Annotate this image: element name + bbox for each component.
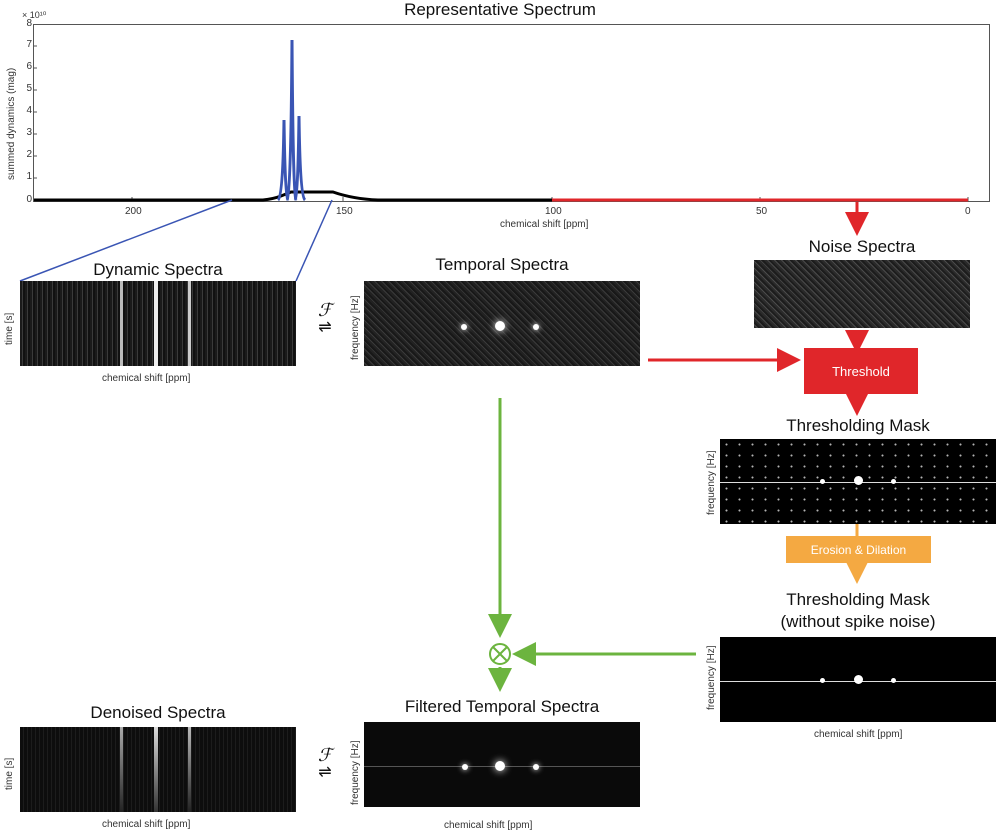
denoised-ylabel: time [s] [4, 757, 15, 790]
temporal-spectra-image [364, 281, 640, 366]
ytick: 7 [26, 39, 32, 50]
xtick: 200 [125, 206, 142, 217]
zoom-line-right [295, 199, 333, 282]
xtick: 0 [965, 206, 971, 217]
ytick: 8 [26, 18, 32, 29]
top-chart-title: Representative Spectrum [404, 0, 596, 19]
ytick: 5 [26, 83, 32, 94]
top-chart-yticks: 8 7 6 5 4 3 2 1 0 [20, 18, 32, 208]
dynamic-spectra-image [20, 281, 296, 366]
ytick: 3 [26, 127, 32, 138]
denoised-spectra-image [20, 727, 296, 812]
ytick: 1 [26, 171, 32, 182]
threshold-mask-title: Thresholding Mask [786, 416, 930, 435]
ytick: 4 [26, 105, 32, 116]
fourier-symbol: ℱ [317, 300, 333, 321]
filtered-xlabel: chemical shift [ppm] [444, 820, 533, 831]
inverse-fourier-icon: ℱ ⇌ [305, 745, 345, 789]
xtick: 100 [545, 206, 562, 217]
fourier-symbol: ℱ [317, 745, 333, 766]
noise-spectra-image [754, 260, 970, 328]
filtered-spectra-image [364, 722, 640, 807]
fourier-transform-icon: ℱ ⇌ [305, 300, 345, 344]
clean-mask-ylabel: frequency [Hz] [706, 645, 717, 710]
filtered-ylabel: frequency [Hz] [350, 740, 361, 805]
top-chart-plot [33, 24, 990, 202]
ytick: 2 [26, 149, 32, 160]
threshold-mask-ylabel: frequency [Hz] [706, 450, 717, 515]
clean-mask-image [720, 637, 996, 722]
dynamic-xlabel: chemical shift [ppm] [102, 373, 191, 384]
dynamic-ylabel: time [s] [4, 312, 15, 345]
ytick: 0 [26, 194, 32, 205]
denoised-spectra-title: Denoised Spectra [90, 703, 226, 722]
zoom-line-left [19, 199, 233, 282]
threshold-box: Threshold [804, 348, 918, 394]
clean-mask-title-line2: (without spike noise) [780, 612, 936, 631]
clean-mask-title-line1: Thresholding Mask [786, 590, 930, 609]
exponent-label: × 10¹⁰ [22, 10, 47, 20]
xtick: 150 [336, 206, 353, 217]
threshold-mask-image [720, 439, 996, 524]
xtick: 50 [756, 206, 768, 217]
temporal-spectra-title: Temporal Spectra [435, 255, 569, 274]
clean-mask-xlabel: chemical shift [ppm] [814, 729, 903, 740]
erosion-dilation-box: Erosion & Dilation [786, 536, 931, 563]
denoised-xlabel: chemical shift [ppm] [102, 819, 191, 830]
top-chart-xlabel: chemical shift [ppm] [500, 219, 589, 230]
noise-spectra-title: Noise Spectra [808, 237, 916, 256]
filtered-spectra-title: Filtered Temporal Spectra [404, 697, 600, 716]
dynamic-spectra-title: Dynamic Spectra [93, 260, 223, 279]
temporal-ylabel: frequency [Hz] [350, 295, 361, 360]
ytick: 6 [26, 61, 32, 72]
